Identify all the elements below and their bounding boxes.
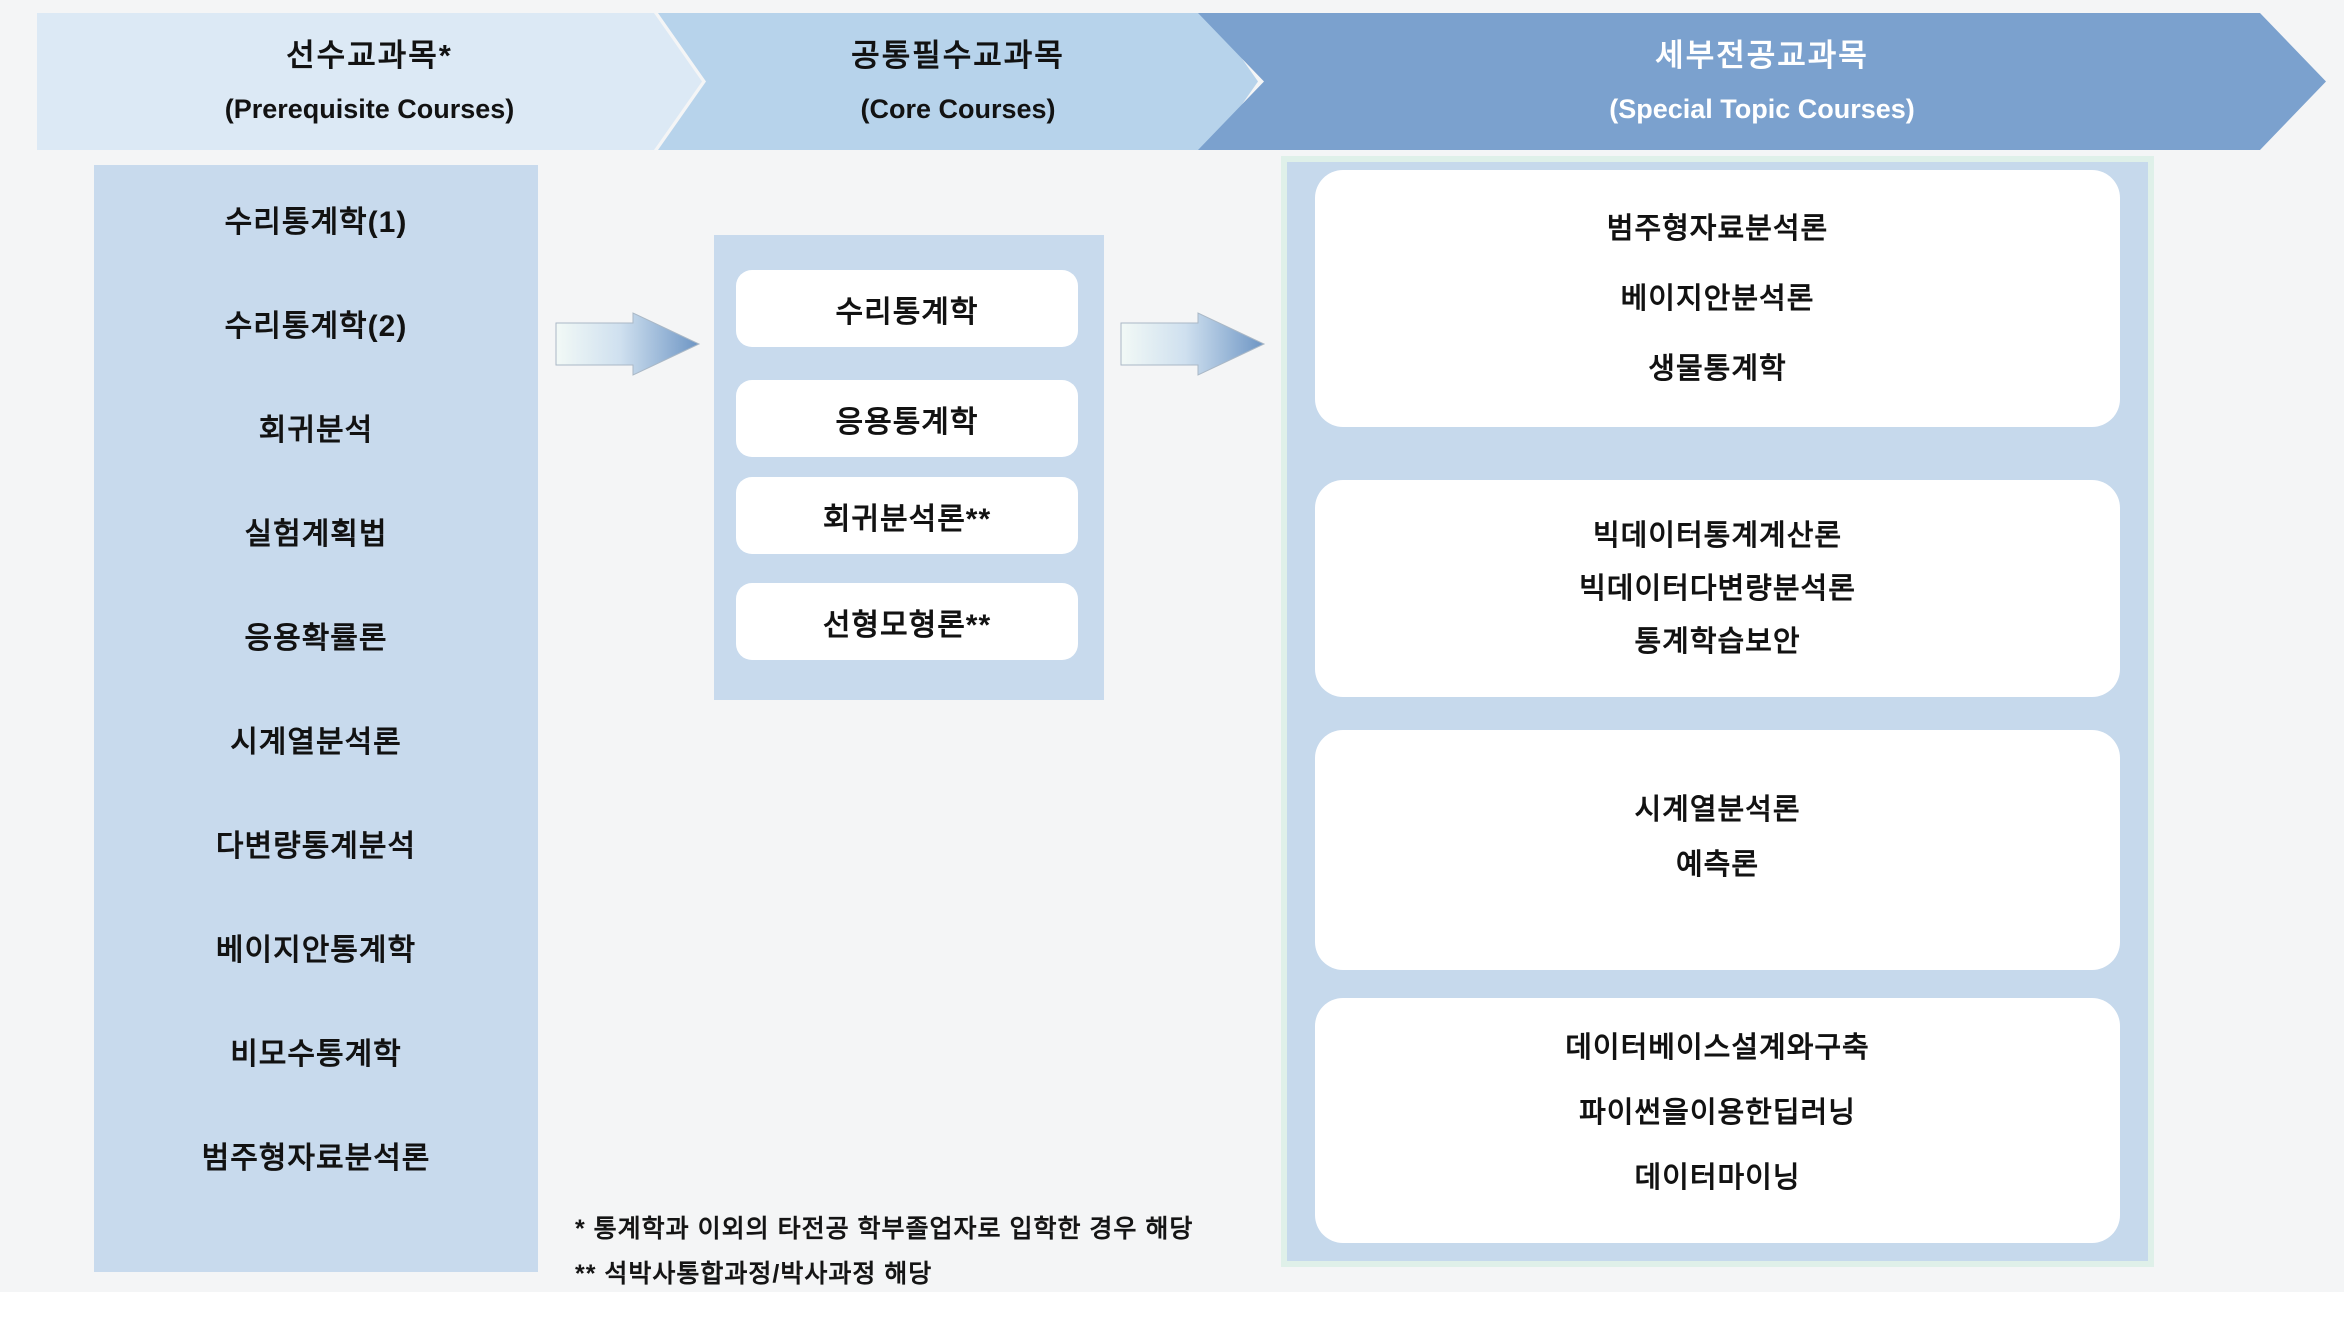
core-courses-panel: 수리통계학 응용통계학 회귀분석론** 선형모형론**: [714, 235, 1104, 700]
course-item: 예측론: [1675, 848, 1760, 881]
special-topic-group: 범주형자료분석론 베이지안분석론 생물통계학: [1315, 170, 2120, 427]
course-item: 실험계획법: [244, 518, 388, 551]
footnote-prerequisite: * 통계학과 이외의 타전공 학부졸업자로 입학한 경우 해당: [575, 1215, 1194, 1243]
stage-title-en: (Special Topic Courses): [1609, 93, 1915, 124]
course-item: 회귀분석: [258, 414, 374, 447]
stage-title-ko: 세부전공교과목: [1655, 37, 1869, 73]
course-item: 통계학습보안: [1634, 625, 1801, 658]
course-item: 베이지안분석론: [1620, 282, 1815, 315]
course-item: 다변량통계분석: [215, 830, 417, 863]
stage-title-en: (Core Courses): [860, 93, 1056, 124]
course-item: 베이지안통계학: [215, 934, 417, 967]
core-course-card: 응용통계학: [736, 380, 1078, 457]
core-course-card: 회귀분석론**: [736, 477, 1078, 554]
footnote-core: ** 석박사통합과정/박사과정 해당: [575, 1260, 933, 1288]
prerequisite-courses-panel: 수리통계학(1) 수리통계학(2) 회귀분석 실험계획법 응용확률론 시계열분석…: [94, 165, 538, 1272]
bottom-white-strip: [0, 1292, 2344, 1318]
course-item: 데이터베이스설계와구축: [1565, 1031, 1870, 1064]
flow-arrow-icon: [1120, 312, 1266, 376]
flow-arrow-icon: [555, 312, 701, 376]
course-item: 파이썬을이용한딥러닝: [1579, 1096, 1856, 1129]
course-item: 시계열분석론: [230, 726, 402, 759]
stage-title-en: (Prerequisite Courses): [224, 93, 515, 124]
core-course-card: 수리통계학: [736, 270, 1078, 347]
special-topic-group: 데이터베이스설계와구축 파이썬을이용한딥러닝 데이터마이닝: [1315, 998, 2120, 1243]
core-course-card: 선형모형론**: [736, 583, 1078, 660]
course-item: 범주형자료분석론: [201, 1142, 431, 1175]
special-topic-group: 시계열분석론 예측론: [1315, 730, 2120, 970]
course-item: 빅데이터다변량분석론: [1579, 572, 1856, 605]
course-item: 수리통계학(1): [224, 206, 408, 239]
stage-title-ko: 공통필수교과목: [851, 37, 1065, 73]
course-item: 데이터마이닝: [1634, 1161, 1801, 1194]
special-topic-courses-panel: 범주형자료분석론 베이지안분석론 생물통계학 빅데이터통계계산론 빅데이터다변량…: [1281, 156, 2154, 1267]
special-topic-group: 빅데이터통계계산론 빅데이터다변량분석론 통계학습보안: [1315, 480, 2120, 697]
stage-band-prerequisite: 선수교과목* (Prerequisite Courses): [37, 13, 702, 150]
course-item: 시계열분석론: [1634, 793, 1801, 826]
course-item: 수리통계학(2): [224, 310, 408, 343]
course-item: 응용확률론: [244, 622, 388, 655]
stage-band-core: 공통필수교과목 (Core Courses): [658, 13, 1258, 150]
course-item: 범주형자료분석론: [1606, 212, 1829, 245]
course-item: 생물통계학: [1648, 352, 1787, 385]
stage-title-ko: 선수교과목*: [286, 37, 453, 73]
course-item: 비모수통계학: [230, 1038, 402, 1071]
course-item: 빅데이터통계계산론: [1592, 519, 1843, 552]
stage-band-special-topic: 세부전공교과목 (Special Topic Courses): [1198, 13, 2326, 150]
